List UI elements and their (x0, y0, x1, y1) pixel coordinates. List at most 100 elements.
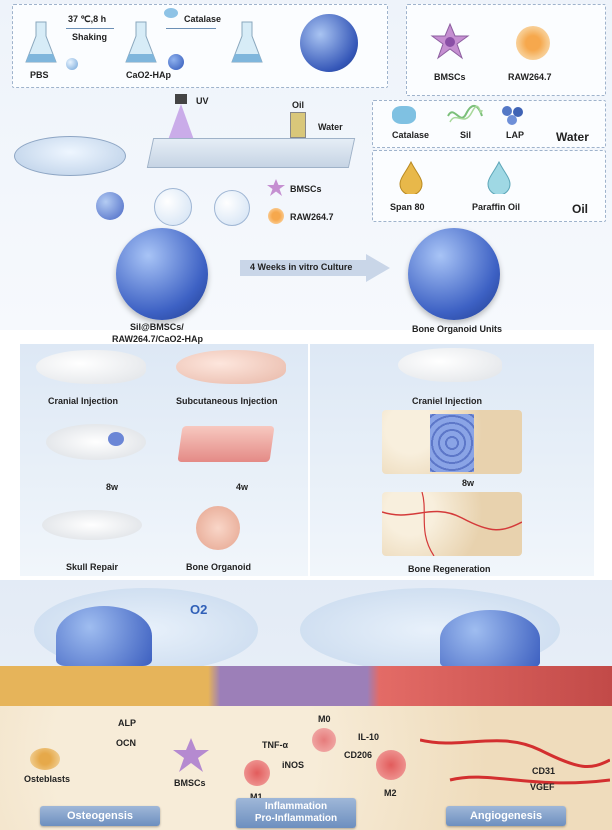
skull-top-icon (46, 424, 146, 460)
left-skull-label: Skull Repair (66, 562, 119, 572)
inflammation-text: Inflammation (264, 801, 328, 812)
m1-label: M1 (250, 792, 263, 802)
water-catalase-label: Catalase (392, 130, 430, 140)
cells-raw-label: RAW264.7 (508, 72, 552, 82)
sphere-right-label: Bone Organoid Units (412, 324, 502, 334)
water-title: Water (556, 130, 589, 144)
m0-label: M0 (318, 714, 331, 724)
arrow-catalase (166, 28, 216, 29)
tnf-label: TNF-α (262, 740, 289, 750)
osteoblasts-label: Osteblasts (24, 774, 71, 784)
mid-raw-icon (268, 208, 284, 224)
osteogenesis-badge: Osteogensis (40, 806, 160, 826)
cd31-label: CD31 (532, 766, 556, 776)
oil-span-label: Span 80 (390, 202, 425, 212)
vegf-label: VGEF (530, 782, 555, 792)
hap-particle (168, 54, 184, 70)
il10-label: IL-10 (358, 732, 380, 742)
flask-cao2-icon (125, 21, 157, 63)
m2-label: M2 (384, 788, 397, 798)
skin-tissue-block (177, 426, 275, 462)
left-dome-scaffold (56, 606, 152, 666)
bmscs-star-icon (430, 22, 470, 60)
microfluidic-device (146, 138, 356, 168)
right-regen-label: Bone Regeneration (408, 564, 491, 574)
inflammation-badge: Inflammation Pro-Inflammation (236, 798, 356, 828)
bone-organoid-icon (196, 506, 240, 550)
skull-repaired-icon (42, 510, 142, 540)
left-organoid-label: Bone Organoid (186, 562, 251, 572)
m1-cell-icon (244, 760, 270, 786)
cell-layer (0, 666, 612, 706)
lap-particles-icon (502, 106, 523, 125)
flask-catalase-icon (231, 21, 263, 63)
catalase-water-icon (392, 106, 416, 124)
span80-drop-icon (399, 160, 423, 194)
proinflammation-text: Pro-Inflammation (254, 813, 338, 824)
osteoblast-icon (30, 748, 60, 770)
sil-bmscs-sphere (116, 228, 208, 320)
blood-vessel-icon (420, 738, 610, 785)
pbs-label: PBS (30, 70, 49, 80)
condition-temp: 37 ℃,8 h (68, 14, 107, 24)
angiogenesis-text: Angiogenesis (469, 810, 543, 822)
cao2-hap-label: CaO2-HAp (126, 70, 172, 80)
left-subcut-label: Subcutaneous Injection (176, 396, 278, 406)
sphere-left-label-2: RAW264.7/CaO2-HAp (112, 334, 204, 344)
bone-block-bottom (382, 492, 522, 556)
mid-bmscs-label: BMSCs (290, 184, 322, 194)
pbs-bubble (66, 58, 78, 70)
osteogenesis-text: Osteogensis (66, 810, 134, 822)
left-cranial-label: Cranial Injection (48, 396, 119, 406)
water-sil-label: Sil (460, 130, 472, 140)
bmscs-cluster-icon (173, 738, 209, 772)
paraffin-drop-icon (487, 160, 511, 194)
m2-cell-icon (376, 750, 406, 780)
right-dome-scaffold (440, 610, 540, 668)
left-4w-label: 4w (236, 482, 249, 492)
droplet-1 (96, 192, 124, 220)
device-oil-label: Oil (292, 100, 305, 110)
catalase-cloud (164, 8, 178, 18)
left-8w-label: 8w (106, 482, 119, 492)
sil-fiber-icon (447, 105, 483, 123)
sphere-left-label-1: Sil@BMSCs/ (130, 322, 184, 332)
cells-box (406, 4, 606, 96)
m0-cell-icon (312, 728, 336, 752)
bottom-bmscs-label: BMSCs (174, 778, 206, 788)
mouse-right-icon (398, 348, 502, 382)
device-water-label: Water (318, 122, 343, 132)
droplet-3 (214, 190, 250, 226)
flask-pbs-icon (25, 21, 57, 63)
cd206-label: CD206 (344, 750, 373, 760)
right-cranial-label: Craniel Injection (412, 396, 483, 406)
inos-label: iNOS (282, 760, 305, 770)
culture-arrow-icon (240, 254, 390, 282)
oil-syringe (290, 112, 306, 138)
bone-organoid-sphere (408, 228, 500, 320)
vessel-lines-icon (382, 492, 522, 556)
uv-lamp-icon (168, 94, 194, 140)
culture-arrow-label: 4 Weeks in vitro Culture (250, 262, 353, 272)
ocn-label: OCN (116, 738, 136, 748)
organoid-column (430, 414, 474, 472)
alp-label: ALP (118, 718, 136, 728)
skull-implant (108, 432, 124, 446)
mid-raw-label: RAW264.7 (290, 212, 334, 222)
cells-bmscs-label: BMSCs (434, 72, 466, 82)
o2-label: O2 (190, 602, 208, 617)
mouse-subcut-icon (176, 350, 286, 384)
cao2-hap-sphere (300, 14, 358, 72)
water-lap-label: LAP (506, 130, 524, 140)
raw-cell-icon (516, 26, 550, 60)
arrow-shake (66, 28, 114, 29)
mid-bmscs-icon (267, 179, 285, 196)
condition-shake: Shaking (72, 32, 108, 42)
catalase-top-label: Catalase (184, 14, 222, 24)
oil-title: Oil (572, 202, 589, 216)
right-8w-label: 8w (462, 478, 475, 488)
uv-label: UV (196, 96, 209, 106)
mouse-cranial-icon (36, 350, 146, 384)
angiogenesis-badge: Angiogenesis (446, 806, 566, 826)
droplet-2 (154, 188, 192, 226)
